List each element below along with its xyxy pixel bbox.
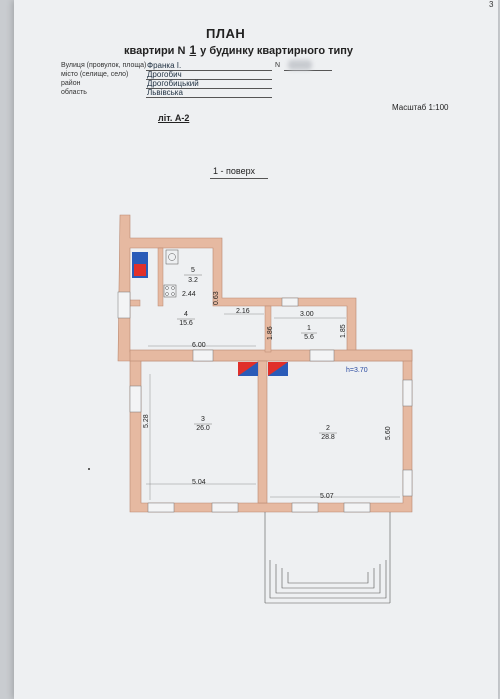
porch-step-1 [269, 560, 387, 599]
house-number-label: N [275, 62, 281, 69]
partition-wall-4-1 [264, 305, 272, 353]
sink-bowl-icon [168, 253, 176, 261]
window-room3-bottom-2 [211, 502, 239, 513]
heater-room2-red-icon [268, 362, 288, 376]
dimension-6-00: 6.00 [192, 342, 206, 349]
porch-step-4 [287, 572, 369, 584]
region-value: Львівська [147, 88, 183, 97]
city-underline [146, 79, 272, 80]
room-1-area: 5.6 [304, 334, 314, 341]
city-value: Дрогобич [147, 70, 182, 79]
burner-icon [165, 286, 169, 290]
room-5-area: 3.2 [188, 277, 198, 284]
room-4-area: 15.6 [179, 320, 193, 327]
window-room3-bottom-1 [147, 502, 175, 513]
scale-label: Масштаб 1:100 [392, 103, 449, 112]
room-2-number: 2 [326, 425, 330, 432]
walls [117, 214, 413, 513]
stove-icon [163, 284, 177, 298]
dimension-labels: 2.44 0.63 2.16 3.00 1.86 1.85 6.00 5.28 … [143, 291, 392, 500]
dimension-2-16: 2.16 [236, 308, 250, 315]
room-1-number: 1 [307, 325, 311, 332]
porch-step-3 [281, 568, 375, 589]
dimension-5-07: 5.07 [320, 493, 334, 500]
burner-icon [165, 292, 169, 296]
district-value: Дрогобицький [147, 79, 199, 88]
ceiling-height: h=3.70 [346, 367, 368, 374]
heater-room3-red-icon [238, 362, 258, 376]
door-room4-room3 [192, 349, 214, 362]
wall-stub [129, 299, 141, 307]
kitchen-fixtures [163, 249, 179, 298]
apartment-suffix: у будинку квартирного типу [200, 45, 354, 57]
room-2-area: 28.8 [321, 434, 335, 441]
dimension-5-60: 5.60 [385, 426, 392, 440]
heater-symbols [132, 252, 288, 376]
room-3-number: 3 [201, 416, 205, 423]
apartment-prefix: квартири N [124, 45, 186, 57]
floor-underline [210, 178, 268, 179]
window-room2-bottom-1 [291, 502, 319, 513]
burner-icon [171, 286, 175, 290]
dimension-3-00: 3.00 [300, 311, 314, 318]
document-sheet [14, 0, 498, 699]
speck-mark [88, 468, 90, 470]
sink-icon [165, 249, 179, 265]
dimension-0-63: 0.63 [213, 291, 220, 305]
openings [117, 291, 413, 513]
apartment-number: 1 [189, 43, 197, 57]
region-label: область [61, 89, 87, 96]
window-room2-bottom-2 [343, 502, 371, 513]
floor-label: 1 - поверх [213, 166, 255, 176]
liter-label: літ. А-2 [158, 113, 190, 123]
district-label: район [61, 80, 81, 87]
page-number: 3 [489, 0, 494, 9]
street-label: Вулиця (провулок, площа) [61, 62, 147, 69]
window-room3-left [129, 385, 142, 413]
room-4-number: 4 [184, 311, 188, 318]
room-labels: 5 3.2 4 15.6 1 5.6 3 26.0 2 28.8 [177, 267, 337, 441]
partition-wall-5 [157, 247, 164, 307]
room-5-number: 5 [191, 267, 195, 274]
city-label: місто (селище, село) [61, 71, 129, 78]
dimension-lines [146, 313, 400, 500]
window-room1-top [281, 297, 299, 307]
region-underline [146, 97, 272, 98]
porch [264, 512, 391, 604]
document-title: ПЛАН [206, 26, 246, 41]
burner-icon [171, 292, 175, 296]
heater-kitchen-red-icon [134, 264, 146, 276]
dimension-2-44: 2.44 [182, 291, 196, 298]
partition-wall-2-3 [257, 360, 268, 504]
street-value: Франка І. [147, 61, 182, 70]
window-room2-right-1 [402, 379, 413, 407]
dimension-1-86: 1.86 [267, 326, 274, 340]
house-number-underline [284, 70, 332, 71]
redacted-house-number [288, 60, 312, 70]
porch-step-2 [275, 564, 381, 594]
dimension-1-85: 1.85 [340, 324, 347, 338]
room-3-area: 26.0 [196, 425, 210, 432]
street-underline [146, 70, 272, 71]
dimension-5-04: 5.04 [192, 479, 206, 486]
window-left-upper [117, 291, 131, 319]
window-room2-right-2 [402, 469, 413, 497]
door-room1-room2 [309, 349, 335, 362]
dimension-5-28: 5.28 [143, 414, 150, 428]
district-underline [146, 88, 272, 89]
